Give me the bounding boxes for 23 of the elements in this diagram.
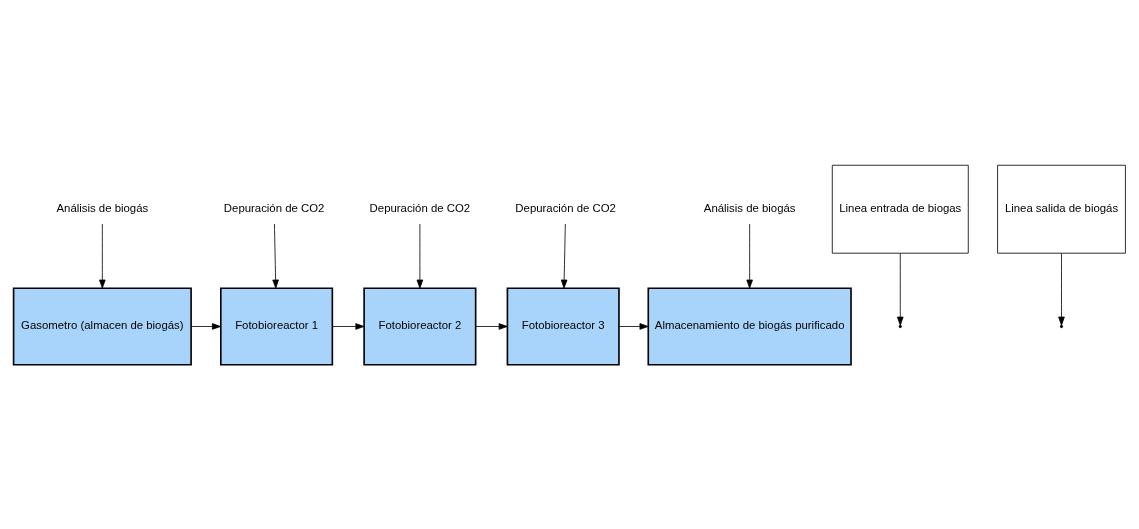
node-box: Fotobioreactor 1	[220, 286, 334, 366]
node-box: Fotobioreactor 3	[506, 286, 620, 366]
arrow	[332, 322, 365, 330]
arrow	[560, 223, 568, 289]
arrow	[190, 322, 221, 330]
arrow	[272, 223, 279, 289]
arrow	[1058, 252, 1065, 326]
arrow	[897, 252, 904, 326]
arrow	[746, 223, 753, 289]
node-box: Linea entrada de biogas	[831, 164, 969, 254]
node-box: Linea salida de biogás	[997, 164, 1126, 254]
node-text: Análisis de biogás	[703, 201, 796, 214]
node-box: Gasometro (almacen de biogás)	[12, 286, 192, 366]
node-box: Fotobioreactor 2	[363, 286, 477, 366]
arrow	[99, 223, 106, 289]
node-text: Análisis de biogás	[56, 201, 149, 214]
arrow	[618, 322, 649, 330]
node-text: Depuración de CO2	[223, 201, 325, 214]
node-box: Almacenamiento de biogás purificado	[647, 286, 852, 366]
node-text: Depuración de CO2	[369, 201, 471, 214]
arrow	[416, 223, 424, 289]
node-text: Depuración de CO2	[515, 201, 616, 214]
arrow	[475, 322, 508, 330]
